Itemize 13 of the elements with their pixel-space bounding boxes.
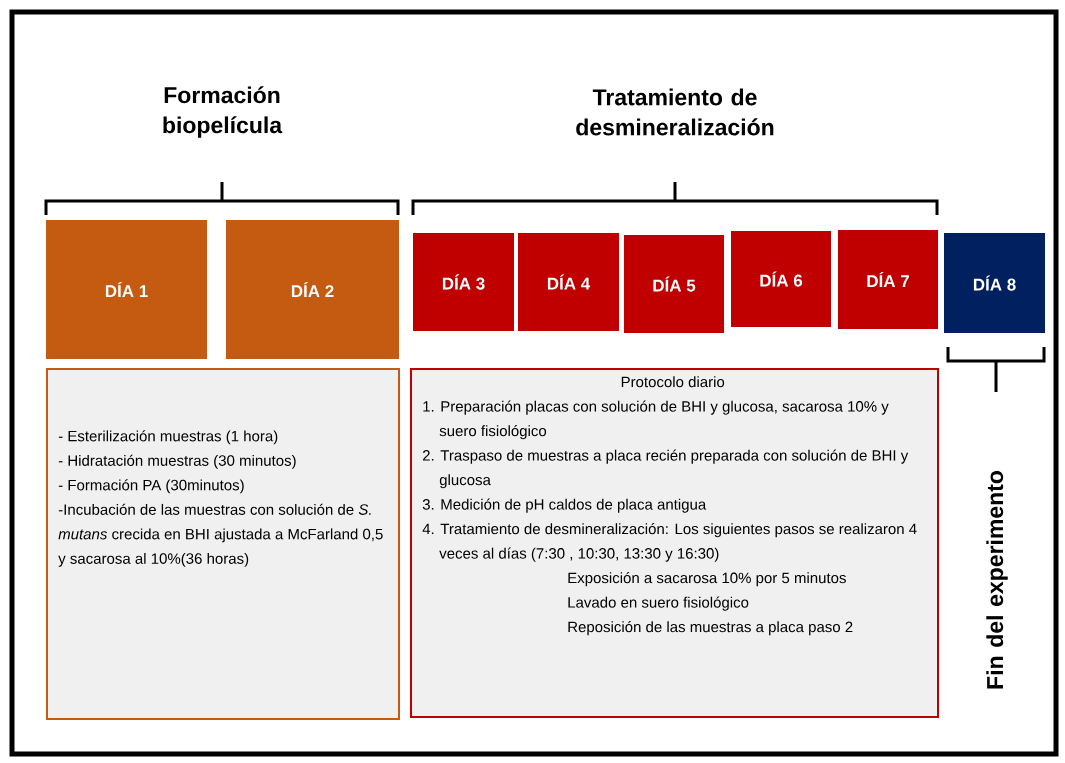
text-box: Protocolo diario 1. Preparación placas con solución de BHI y glucosa, sacarosa 10% y suero fisiológico 2. Traspaso de muestras a placa recién preparada con solución de BHI y glucosa 3. Medición de pH caldos de placa antigua 4. Tratamiento de desmineralización: Los siguientes pasos se realizaron 4 veces al días (7:30 , 10:30, 13:30 y 16:30) Exposición a sacarosa 10% por 5 minutos Lavado en suero fisiológico Reposición de las muestras a placa paso 2 [410,368,939,718]
heading: Formación biopelícula [163,86,283,138]
day-box: DÍA 7 [838,230,938,329]
day-box: DÍA 6 [731,231,831,327]
day-box: DÍA 4 [518,233,619,331]
day-box: DÍA 1 [46,220,207,359]
day-box: DÍA 5 [624,235,724,333]
day-box: DÍA 8 [944,233,1045,333]
text-box: - Esterilización muestras (1 hora) - Hidratación muestras (30 minutos) - Formación PA (30minutos) -Incubación de las muestras con solución de S. mutans crecida en BHI ajustada a McFarland 0,5 y sacarosa al 10%(36 horas) [46,368,400,720]
day-box: DÍA 3 [413,233,514,331]
day-box: DÍA 2 [226,220,399,359]
heading: Fin del experimento [986,471,1008,689]
heading: Tratamiento de desmineralización [576,88,774,136]
